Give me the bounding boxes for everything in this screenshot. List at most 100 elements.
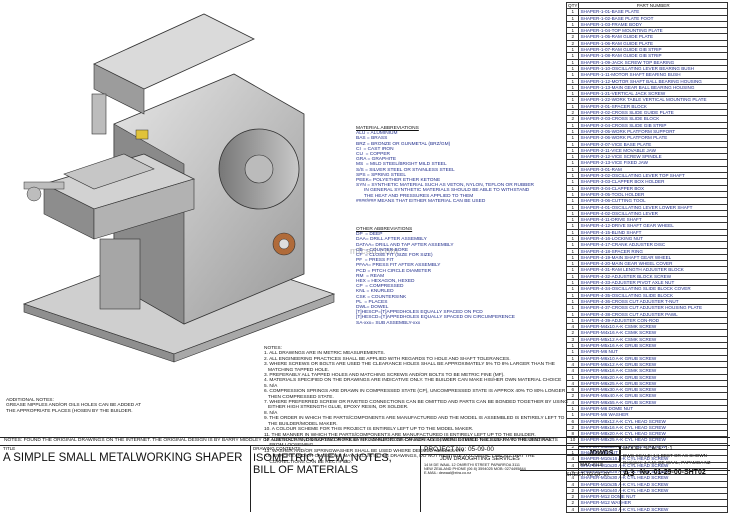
isometric-shaper-drawing xyxy=(22,13,336,363)
qty-cell: 1 xyxy=(565,260,580,268)
part-number-cell: SHAPER-1-07-RAM GUIDE GIB STRIP xyxy=(578,46,728,54)
abbreviation-line: SA-xxx= SUB ASSEMBLY-xxx xyxy=(356,320,421,326)
part-number-cell: SHAPER-4-20-MAIN GEAR WHEEL COVER xyxy=(578,260,728,268)
qty-cell: 1 xyxy=(565,127,580,136)
qty-cell: 1 xyxy=(565,134,580,142)
qty-cell: 1 xyxy=(565,203,580,211)
part-number-cell: SHAPER-3-03-CLAPPER BOX HOLDER xyxy=(578,178,728,186)
part-number-cell: SHAPER-4-32-ADJUSTER BLOCK SCREW xyxy=(578,272,728,281)
model-scale: MODEL SCALE: 1:1 xyxy=(623,446,673,452)
qty-cell: 6 xyxy=(565,467,580,476)
abbreviation-line: CSK = COUNTERSINK xyxy=(356,294,407,300)
abbreviation-line: PFAA= PRESS FIT AFTER ASSEMBLY xyxy=(356,263,441,269)
abbreviation-line: RM = REAM xyxy=(356,273,385,279)
note-line: THE APPROPRIATE PLACES (HOSEN BY THE BUI… xyxy=(6,408,133,414)
part-number-cell: SHAPER-M5x12 A-K CSMK SCREW xyxy=(578,335,728,344)
qty-cell: 2 xyxy=(565,493,580,501)
qty-cell: 1 xyxy=(565,64,580,73)
abbreviation-line: CI = CAST IRON xyxy=(356,146,394,152)
part-number-cell: SHAPER-2-02-CROSS SLIDE GUIDE PLATE xyxy=(578,109,728,117)
qty-cell: 1 xyxy=(565,247,580,255)
part-number-cell: SHAPER-1-04-TOP MOUNTING PLATE xyxy=(578,27,728,35)
qty-cell: 1 xyxy=(565,316,580,325)
abbreviation-line: PL = PLACES xyxy=(356,299,388,305)
qty-cell: 4 xyxy=(565,480,580,488)
qty-cell: 4 xyxy=(565,461,580,469)
qty-cell: 8 xyxy=(565,430,580,438)
part-number-cell: SHAPER-M10x30 A-K CYL HEAD SCREW xyxy=(578,474,728,482)
qty-cell: 2 xyxy=(565,329,580,337)
part-number-cell: SHAPER-M5x16 A-K GRUB SCREW xyxy=(578,342,728,350)
drawing-number: No: 01-29-00-SHT02 xyxy=(640,469,706,476)
abbreviation-line: HEX = HEXAGON, HEXED xyxy=(356,279,415,285)
qty-cell: 1 xyxy=(565,58,580,66)
abbreviation-line: SPS = SPRING STEEL xyxy=(356,172,406,178)
abbreviation-line: PF = PRESS FIT xyxy=(356,258,394,264)
abbreviation-line: KNL = KNURLED xyxy=(356,289,394,295)
part-number-cell: SHAPER-M12 WASHER xyxy=(578,499,728,507)
part-number-cell: SHAPER-M6x55 A-K GRUB SCREW xyxy=(578,398,728,407)
part-number-cell: SHAPER-M6 NUT xyxy=(578,348,728,356)
qty-cell: 1 xyxy=(565,159,580,167)
footnote: NOTES: FOUND THE ORIGINAL DRAWINGS ON TH… xyxy=(4,438,553,443)
note-line: 7. WHERE PREFERRED SCREW OR RIVETED CONN… xyxy=(264,400,568,406)
qty-cell: 1 xyxy=(565,310,580,318)
part-number-cell: SHAPER-1-02-BASE PLATE FOOT xyxy=(578,14,728,22)
qty-cell: 4 xyxy=(565,398,580,407)
part-number-cell: SHAPER-2-11-VICE MOVABLE JAW xyxy=(578,146,728,155)
note-line: THE BUILDER/MODEL MAKER. xyxy=(264,421,338,427)
abbreviation-line: CF = CLOSE FIT (SIZE FOR SIZE) xyxy=(356,253,433,259)
qty-cell: 1 xyxy=(565,153,580,161)
part-number-cell: SHAPER-2-05-WORK PLATFORM SUPPORT xyxy=(578,127,728,136)
part-number-cell: SHAPER-1-21-VERTICAL JACK SCREW xyxy=(578,90,728,98)
part-number-cell: SHAPER-4-36-CROSS CUT ADJUSTER T-NUT xyxy=(578,297,728,306)
part-number-cell: SHAPER-4-31-RAM LENGTH ADJUSTER BLOCK xyxy=(578,266,728,274)
qty-cell: 1 xyxy=(565,83,580,92)
divider xyxy=(0,445,730,446)
qty-cell: 6 xyxy=(565,386,580,394)
divider xyxy=(520,470,730,471)
abbreviation-line: IN GENERAL SYNTHETIC MATERIALS SHOULD BE… xyxy=(356,188,530,194)
title-label: TITLE xyxy=(3,446,16,451)
abbreviation-line: MS = MILD STEEL/BRIGHT MILD STEEL xyxy=(356,162,447,168)
note-line: CORRECTIONS CAN BE RECTIFIED. xyxy=(264,459,352,465)
part-number-cell: SHAPER-M10x40 A-K CYL HEAD SCREW xyxy=(578,486,728,495)
part-number-cell: SHAPER-1-22-WORK TABLE VERTICAL MOUNTING… xyxy=(578,96,728,104)
abbreviation-line: CB = COUNTER BORE xyxy=(356,247,409,253)
note-line: 5. N/A xyxy=(264,383,278,389)
note-line: 9. THE ORDER IN WHICH THE PARTS/COMPONEN… xyxy=(264,416,565,422)
qty-cell: 1 xyxy=(565,285,580,293)
part-number-cell: SHAPER-1-08-RAM GUIDE GIB STRIP xyxy=(578,52,728,60)
part-number-cell: SHAPER-M8 NUT xyxy=(578,449,728,457)
